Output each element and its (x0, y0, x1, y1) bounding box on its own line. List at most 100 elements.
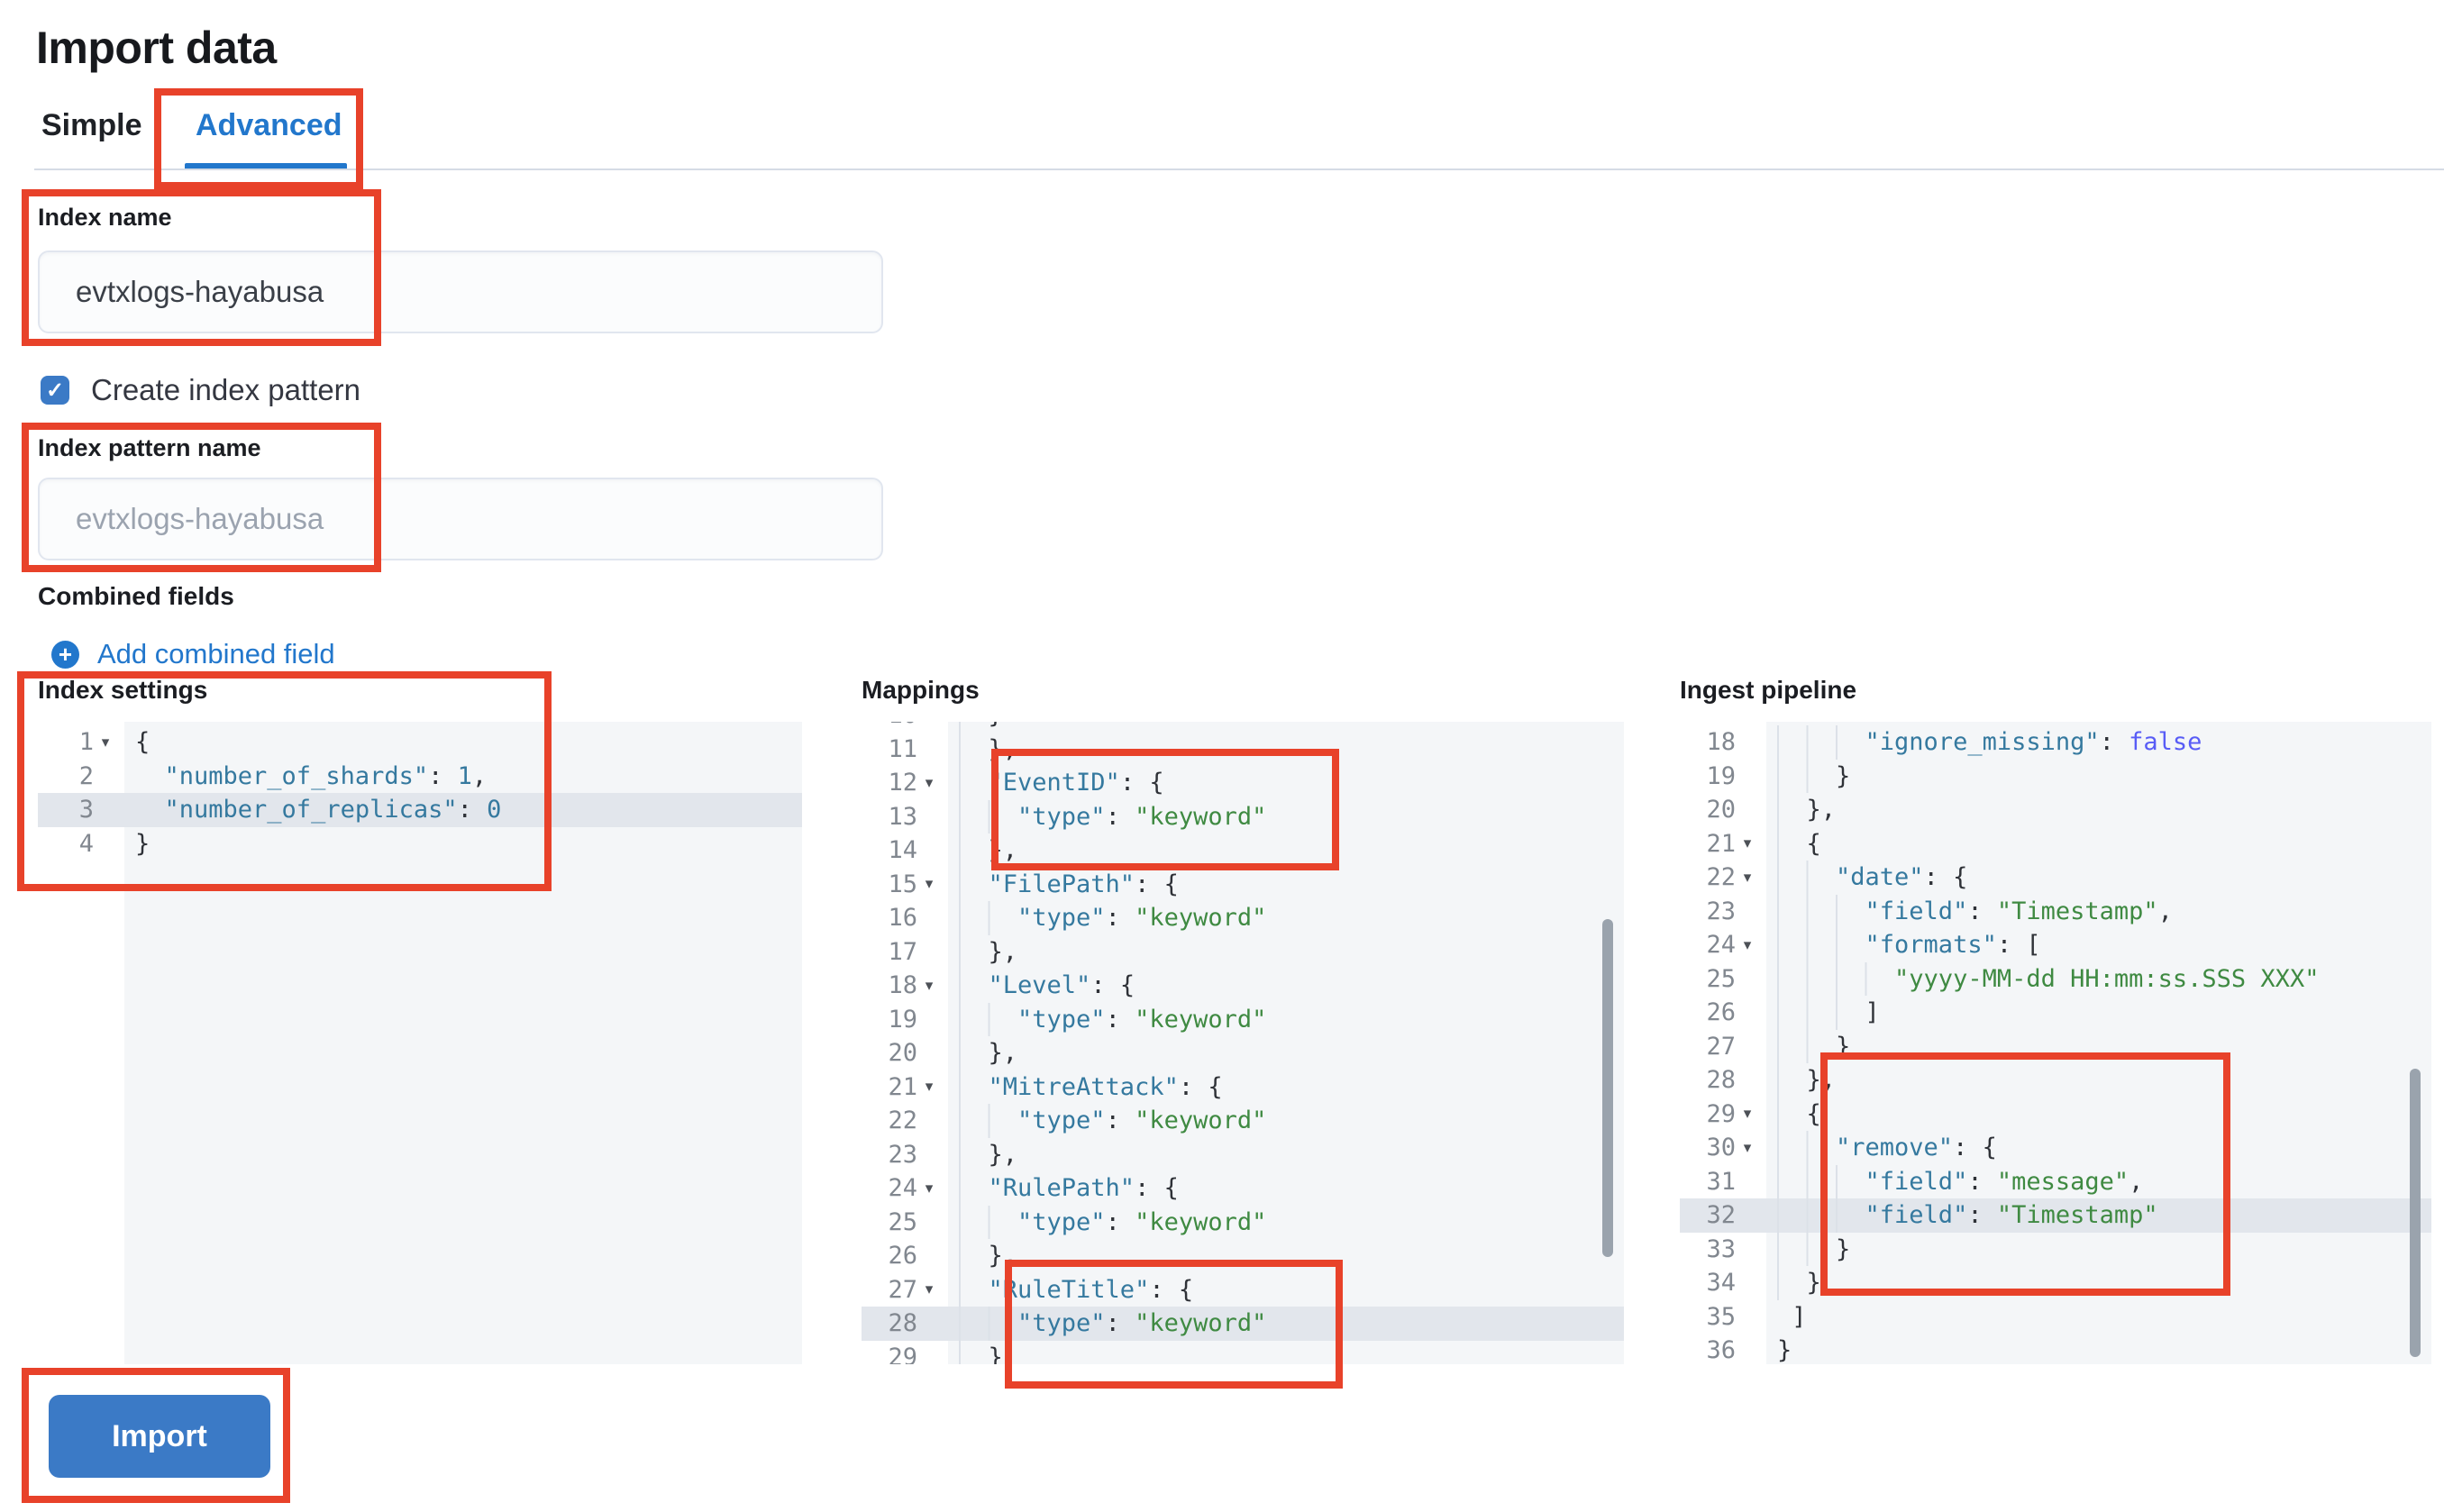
line-number: 2 (78, 761, 94, 790)
index-name-label: Index name (38, 204, 172, 231)
line-number: 19 (1706, 761, 1736, 790)
code-line-25: 25 "type": "keyword" (862, 1205, 1624, 1239)
line-number: 19 (888, 1005, 917, 1034)
mappings-header: Mappings (862, 676, 980, 704)
line-number: 22 (1706, 863, 1736, 891)
code-line-2: 2 "number_of_shards": 1, (38, 759, 802, 793)
line-number: 36 (1706, 1336, 1736, 1364)
line-number: 11 (888, 734, 917, 763)
line-number: 31 (1706, 1167, 1736, 1196)
code-line-26: 26 }, (862, 1239, 1624, 1273)
code-line-13: 13 "type": "keyword" (862, 799, 1624, 833)
code-line-30: 30▾ "remove": { (1680, 1131, 2431, 1165)
line-number: 4 (78, 829, 94, 858)
active-tab-underline (185, 163, 347, 170)
code-line-29: 29▾ { (1680, 1097, 2431, 1131)
code-line-15: 15▾ "FilePath": { (862, 867, 1624, 901)
code-line-33: 33 } (1680, 1232, 2431, 1266)
page-title: Import data (36, 23, 277, 73)
code-line-23: 23 "field": "Timestamp", (1680, 894, 2431, 928)
mappings-scrollbar-thumb[interactable] (1602, 919, 1613, 1257)
index-pattern-name-input[interactable] (38, 478, 883, 560)
code-line-24: 24▾ "formats": [ (1680, 928, 2431, 962)
create-index-pattern-checkbox[interactable]: ✓ (41, 376, 69, 405)
line-number: 33 (1706, 1234, 1736, 1263)
fold-arrow-icon[interactable]: ▾ (925, 1179, 934, 1197)
code-line-11: 11 }, (862, 732, 1624, 766)
line-number: 32 (1706, 1201, 1736, 1229)
index-pattern-name-label: Index pattern name (38, 434, 261, 461)
line-number: 28 (888, 1309, 917, 1337)
mappings-editor[interactable]: 10 }11 },12▾ "EventID": {13 "type": "key… (862, 722, 1624, 1364)
fold-arrow-icon[interactable]: ▾ (925, 875, 934, 893)
line-number: 10 (888, 722, 917, 733)
tab-advanced[interactable]: Advanced (196, 108, 342, 142)
fold-arrow-icon[interactable]: ▾ (925, 773, 934, 791)
line-number: 30 (1706, 1134, 1736, 1161)
code-line-12: 12▾ "EventID": { (862, 766, 1624, 800)
code-line-16: 16 "type": "keyword" (862, 901, 1624, 935)
line-number: 20 (888, 1039, 917, 1067)
line-number: 26 (1706, 998, 1736, 1026)
line-number: 16 (888, 904, 917, 932)
fold-arrow-icon[interactable]: ▾ (925, 1078, 934, 1096)
code-line-3: 3 "number_of_replicas": 0 (38, 793, 802, 827)
code-line-25: 25 "yyyy-MM-dd HH:mm:ss.SSS XXX" (1680, 961, 2431, 996)
ingest-pipeline-scrollbar-thumb[interactable] (2410, 1069, 2421, 1357)
line-number: 18 (888, 971, 917, 999)
code-line-4: 4} (38, 826, 802, 861)
code-line-32: 32 "field": "Timestamp" (1680, 1198, 2431, 1233)
create-index-pattern-label: Create index pattern (91, 373, 361, 406)
line-number: 34 (1706, 1269, 1736, 1297)
line-number: 29 (888, 1343, 917, 1365)
fold-arrow-icon[interactable]: ▾ (1743, 1138, 1752, 1156)
code-line-18: 18▾ "Level": { (862, 969, 1624, 1003)
line-number: 23 (1706, 897, 1736, 925)
line-number: 24 (1706, 931, 1736, 959)
code-line-28: 28 "type": "keyword" (862, 1307, 1624, 1341)
line-number: 29 (1706, 1099, 1736, 1128)
code-line-31: 31 "field": "message", (1680, 1164, 2431, 1198)
line-number: 12 (888, 769, 917, 797)
code-line-29: 29 }, (862, 1340, 1624, 1365)
code-line-14: 14 }, (862, 833, 1624, 868)
code-line-21: 21▾ "MitreAttack": { (862, 1070, 1624, 1104)
import-button[interactable]: Import (49, 1395, 270, 1478)
fold-arrow-icon[interactable]: ▾ (101, 733, 110, 751)
add-combined-field-link[interactable]: + Add combined field (51, 638, 335, 670)
line-number: 21 (888, 1072, 917, 1101)
line-number: 25 (888, 1207, 917, 1236)
line-number: 27 (888, 1275, 917, 1304)
code-line-1: 1▾{ (38, 725, 802, 760)
line-number: 13 (888, 802, 917, 831)
code-line-27: 27 } (1680, 1029, 2431, 1063)
fold-arrow-icon[interactable]: ▾ (1743, 1105, 1752, 1123)
line-number: 14 (888, 836, 917, 864)
create-index-pattern-row: ✓ Create index pattern (41, 373, 360, 407)
fold-arrow-icon[interactable]: ▾ (925, 976, 934, 994)
code-line-17: 17 }, (862, 934, 1624, 969)
fold-arrow-icon[interactable]: ▾ (1743, 834, 1752, 852)
combined-fields-label: Combined fields (38, 582, 234, 610)
plus-circle-icon: + (51, 640, 79, 669)
fold-arrow-icon[interactable]: ▾ (925, 1280, 934, 1298)
line-number: 25 (1706, 964, 1736, 993)
fold-arrow-icon[interactable]: ▾ (1743, 868, 1752, 886)
code-line-23: 23 }, (862, 1137, 1624, 1171)
ingest-pipeline-header: Ingest pipeline (1680, 676, 1857, 704)
fold-arrow-icon[interactable]: ▾ (1743, 935, 1752, 953)
code-line-28: 28 }, (1680, 1063, 2431, 1098)
code-line-24: 24▾ "RulePath": { (862, 1171, 1624, 1206)
add-combined-field-label: Add combined field (97, 638, 335, 669)
line-number: 3 (78, 796, 94, 824)
code-line-19: 19 "type": "keyword" (862, 1002, 1624, 1036)
index-name-input[interactable] (38, 250, 883, 333)
line-number: 21 (1706, 829, 1736, 858)
line-number: 1 (78, 728, 94, 756)
code-line-36: 36} (1680, 1334, 2431, 1364)
tab-simple[interactable]: Simple (41, 108, 142, 142)
line-number: 23 (888, 1140, 917, 1169)
checkbox-check-icon: ✓ (45, 378, 65, 403)
index-settings-editor[interactable]: 1▾{2 "number_of_shards": 1,3 "number_of_… (38, 722, 802, 1364)
